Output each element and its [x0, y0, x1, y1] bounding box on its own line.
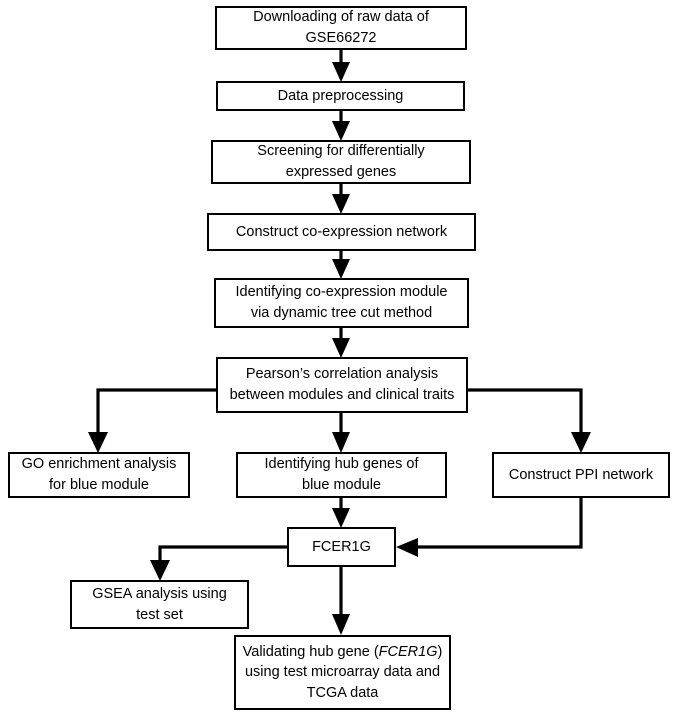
- node-validating-gene-name: FCER1G: [378, 643, 438, 660]
- node-download: Downloading of raw data of GSE66272: [215, 6, 467, 50]
- node-fcer1g-label: FCER1G: [312, 538, 371, 555]
- node-go-enrichment-label: GO enrichment analysis for blue module: [21, 456, 177, 493]
- edge-hub-genes-to-fcer1g: [332, 497, 350, 528]
- node-validating-label: Validating hub gene (FCER1G) using test m…: [240, 642, 445, 704]
- node-screening: Screening for differentially expressed g…: [211, 140, 471, 184]
- edge-preprocessing-to-screening: [332, 110, 350, 141]
- node-module-identify: Identifying co-expression module via dyn…: [214, 278, 469, 328]
- node-gsea-label: GSEA analysis using test set: [92, 585, 227, 623]
- edge-download-to-preprocessing: [332, 49, 350, 82]
- node-hub-genes: Identifying hub genes of blue module: [236, 452, 447, 498]
- edge-pearson-to-go-enrichment: [88, 388, 217, 453]
- node-validating-line1-suffix: ): [437, 643, 443, 660]
- node-screening-label: Screening for differentially expressed g…: [257, 143, 425, 180]
- node-validating-line3: TCGA data: [306, 684, 379, 701]
- edge-fcer1g-to-validating: [332, 566, 350, 635]
- node-ppi-network: Construct PPI network: [492, 452, 670, 498]
- node-data-preprocessing-label: Data preprocessing: [277, 87, 404, 104]
- node-pearson-correlation: Pearson’s correlation analysis between m…: [216, 357, 468, 413]
- node-pearson-correlation-label: Pearson’s correlation analysis between m…: [229, 366, 455, 403]
- node-validating: Validating hub gene (FCER1G) using test m…: [234, 635, 451, 710]
- node-coexpression-network-label: Construct co-expression network: [235, 223, 448, 240]
- node-go-enrichment: GO enrichment analysis for blue module: [8, 452, 190, 498]
- edge-fcer1g-to-gsea: [150, 545, 287, 581]
- edge-ppi-network-to-fcer1g: [396, 497, 583, 557]
- node-hub-genes-label: Identifying hub genes of blue module: [264, 456, 419, 493]
- node-gsea: GSEA analysis using test set: [70, 580, 249, 629]
- node-fcer1g: FCER1G: [287, 527, 396, 567]
- node-data-preprocessing: Data preprocessing: [216, 81, 465, 111]
- node-validating-line2: using test microarray data and: [244, 664, 441, 681]
- edge-screening-to-coexpression-network: [332, 183, 350, 214]
- node-module-identify-label: Identifying co-expression module via dyn…: [235, 284, 448, 321]
- node-ppi-network-label: Construct PPI network: [508, 466, 654, 483]
- edge-pearson-to-hub-genes: [332, 412, 350, 453]
- edge-coexpression-network-to-module-identify: [332, 250, 350, 279]
- node-download-label: Downloading of raw data of GSE66272: [253, 9, 429, 46]
- node-validating-line1-prefix: Validating hub gene (: [242, 643, 379, 660]
- edge-pearson-to-ppi-network: [467, 388, 591, 453]
- edge-module-identify-to-pearson: [332, 327, 350, 358]
- node-coexpression-network: Construct co-expression network: [207, 213, 476, 251]
